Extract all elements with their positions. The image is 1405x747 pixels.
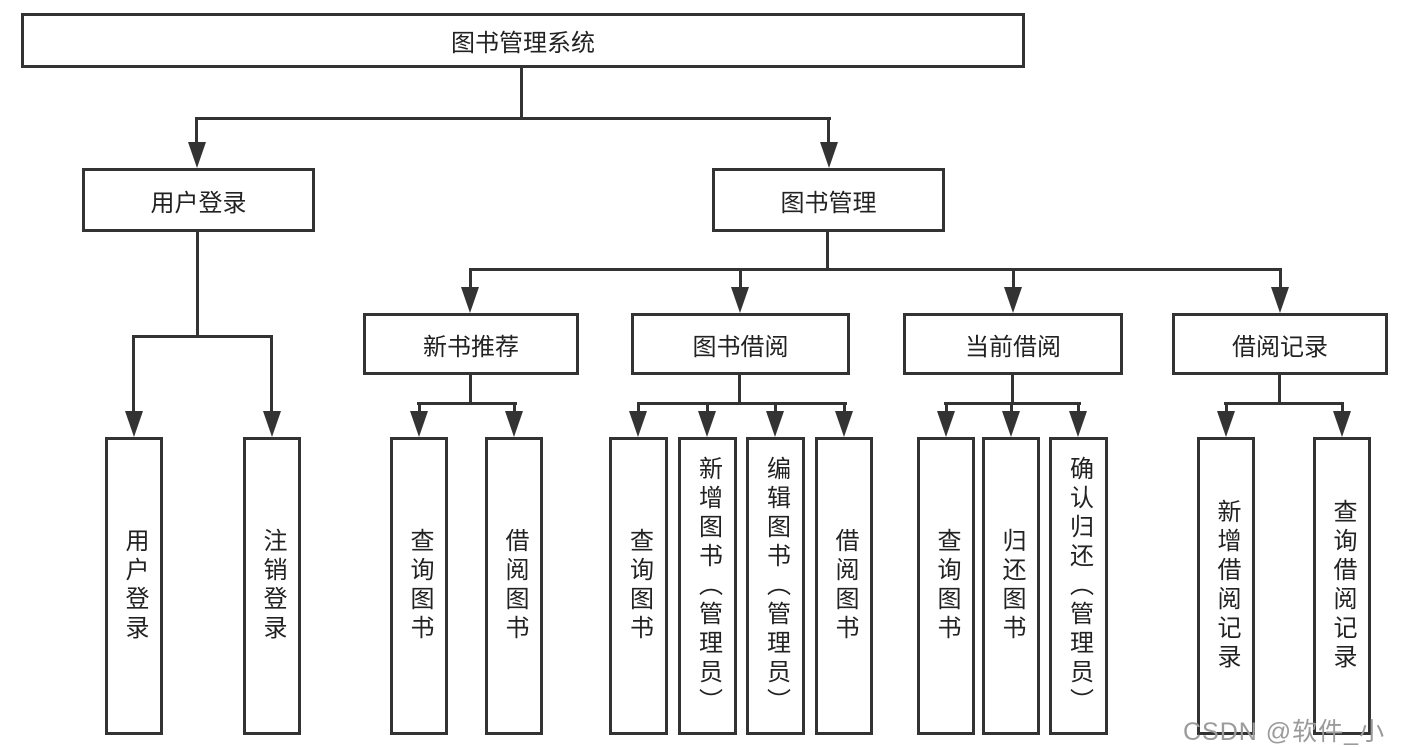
node-book-borrow: 图书借阅 (631, 313, 850, 375)
connector-line (270, 335, 273, 415)
leaf-borrow-add-books-admin: 新增图书（管理员） (678, 437, 737, 735)
leaf-logout-label: 注销登录 (259, 528, 286, 644)
arrow-down-icon (629, 411, 647, 437)
node-current-borrow: 当前借阅 (903, 313, 1123, 375)
connector-line (738, 373, 741, 405)
leaf-logout: 注销登录 (243, 437, 301, 735)
node-current-borrow-label: 当前借阅 (965, 333, 1061, 361)
arrow-down-icon (1004, 287, 1022, 313)
arrow-down-icon (1069, 411, 1087, 437)
leaf-current-query-books-label: 查询图书 (933, 528, 960, 644)
connector-line (637, 402, 847, 405)
leaf-records-add-record: 新增借阅记录 (1197, 437, 1255, 735)
connector-line (469, 375, 472, 405)
connector-line (706, 402, 709, 414)
node-borrow-records-label: 借阅记录 (1232, 333, 1328, 361)
arrow-down-icon (461, 287, 479, 313)
leaf-recommend-borrow-books-label: 借阅图书 (501, 528, 528, 644)
connector-line (1224, 402, 1344, 405)
connector-line (197, 117, 831, 120)
arrow-down-icon (766, 411, 784, 437)
leaf-borrow-add-books-admin-label: 新增图书（管理员） (694, 455, 722, 717)
leaf-recommend-borrow-books: 借阅图书 (485, 437, 543, 735)
node-root-label: 图书管理系统 (451, 30, 595, 57)
arrow-down-icon (1217, 411, 1235, 437)
leaf-borrow-edit-books-admin-label: 编辑图书（管理员） (762, 455, 790, 717)
connector-line (133, 335, 273, 338)
node-new-book-recommend-label: 新书推荐 (423, 333, 519, 361)
leaf-user-login-label: 用户登录 (121, 528, 148, 644)
connector-line (739, 268, 742, 292)
connector-line (1011, 374, 1014, 405)
arrow-down-icon (1271, 287, 1289, 313)
leaf-user-login: 用户登录 (105, 437, 163, 735)
leaf-borrow-query-books-label: 查询图书 (625, 528, 653, 644)
node-root: 图书管理系统 (21, 13, 1025, 68)
arrow-down-icon (410, 411, 428, 437)
arrow-down-icon (1002, 411, 1020, 437)
leaf-records-add-record-label: 新增借阅记录 (1213, 499, 1240, 673)
leaf-borrow-query-books: 查询图书 (609, 437, 668, 735)
connector-line (826, 232, 829, 271)
watermark: CSDN @软件_小贺同学 (1183, 718, 1386, 746)
connector-line (827, 117, 830, 147)
connector-line (1010, 402, 1013, 414)
leaf-records-query-record-label: 查询借阅记录 (1329, 499, 1356, 673)
connector-line (513, 402, 516, 414)
connector-line (132, 335, 135, 415)
connector-line (1077, 402, 1080, 414)
node-book-management: 图书管理 (712, 168, 945, 232)
leaf-borrow-borrow-books: 借阅图书 (815, 437, 873, 735)
arrow-down-icon (698, 411, 716, 437)
node-borrow-records: 借阅记录 (1172, 313, 1388, 375)
leaf-records-query-record: 查询借阅记录 (1313, 437, 1371, 735)
arrow-down-icon (188, 142, 206, 168)
connector-line (1225, 402, 1228, 414)
connector-line (1279, 268, 1282, 292)
connector-line (195, 117, 198, 147)
connector-line (469, 268, 1281, 271)
connector-line (637, 402, 640, 414)
node-user-login-label: 用户登录 (150, 189, 247, 217)
connector-line (520, 68, 523, 120)
leaf-recommend-query-books-label: 查询图书 (406, 528, 433, 644)
connector-line (196, 232, 199, 338)
leaf-current-query-books: 查询图书 (917, 437, 975, 735)
connector-line (1012, 268, 1015, 292)
connector-line (418, 402, 421, 414)
node-user-login: 用户登录 (82, 168, 315, 232)
connector-line (417, 402, 517, 405)
arrow-down-icon (1333, 411, 1351, 437)
connector-line (843, 402, 846, 414)
connector-line (945, 402, 948, 414)
node-book-borrow-label: 图书借阅 (692, 333, 789, 361)
leaf-current-confirm-return-admin: 确认归还（管理员） (1049, 437, 1108, 735)
arrow-down-icon (505, 411, 523, 437)
arrow-down-icon (125, 411, 143, 437)
leaf-borrow-edit-books-admin: 编辑图书（管理员） (746, 437, 805, 735)
leaf-borrow-borrow-books-label: 借阅图书 (831, 528, 858, 644)
connector-line (469, 268, 472, 292)
arrow-down-icon (263, 411, 281, 437)
node-new-book-recommend: 新书推荐 (363, 313, 579, 375)
arrow-down-icon (820, 142, 838, 168)
connector-line (774, 402, 777, 414)
connector-line (1341, 402, 1344, 414)
connector-line (1278, 375, 1281, 405)
arrow-down-icon (731, 287, 749, 313)
node-book-management-label: 图书管理 (780, 189, 877, 217)
leaf-current-return-books: 归还图书 (982, 437, 1040, 735)
arrow-down-icon (835, 411, 853, 437)
leaf-recommend-query-books: 查询图书 (390, 437, 448, 735)
leaf-current-return-books-label: 归还图书 (998, 528, 1025, 644)
arrow-down-icon (937, 411, 955, 437)
leaf-current-confirm-return-admin-label: 确认归还（管理员） (1065, 455, 1093, 717)
